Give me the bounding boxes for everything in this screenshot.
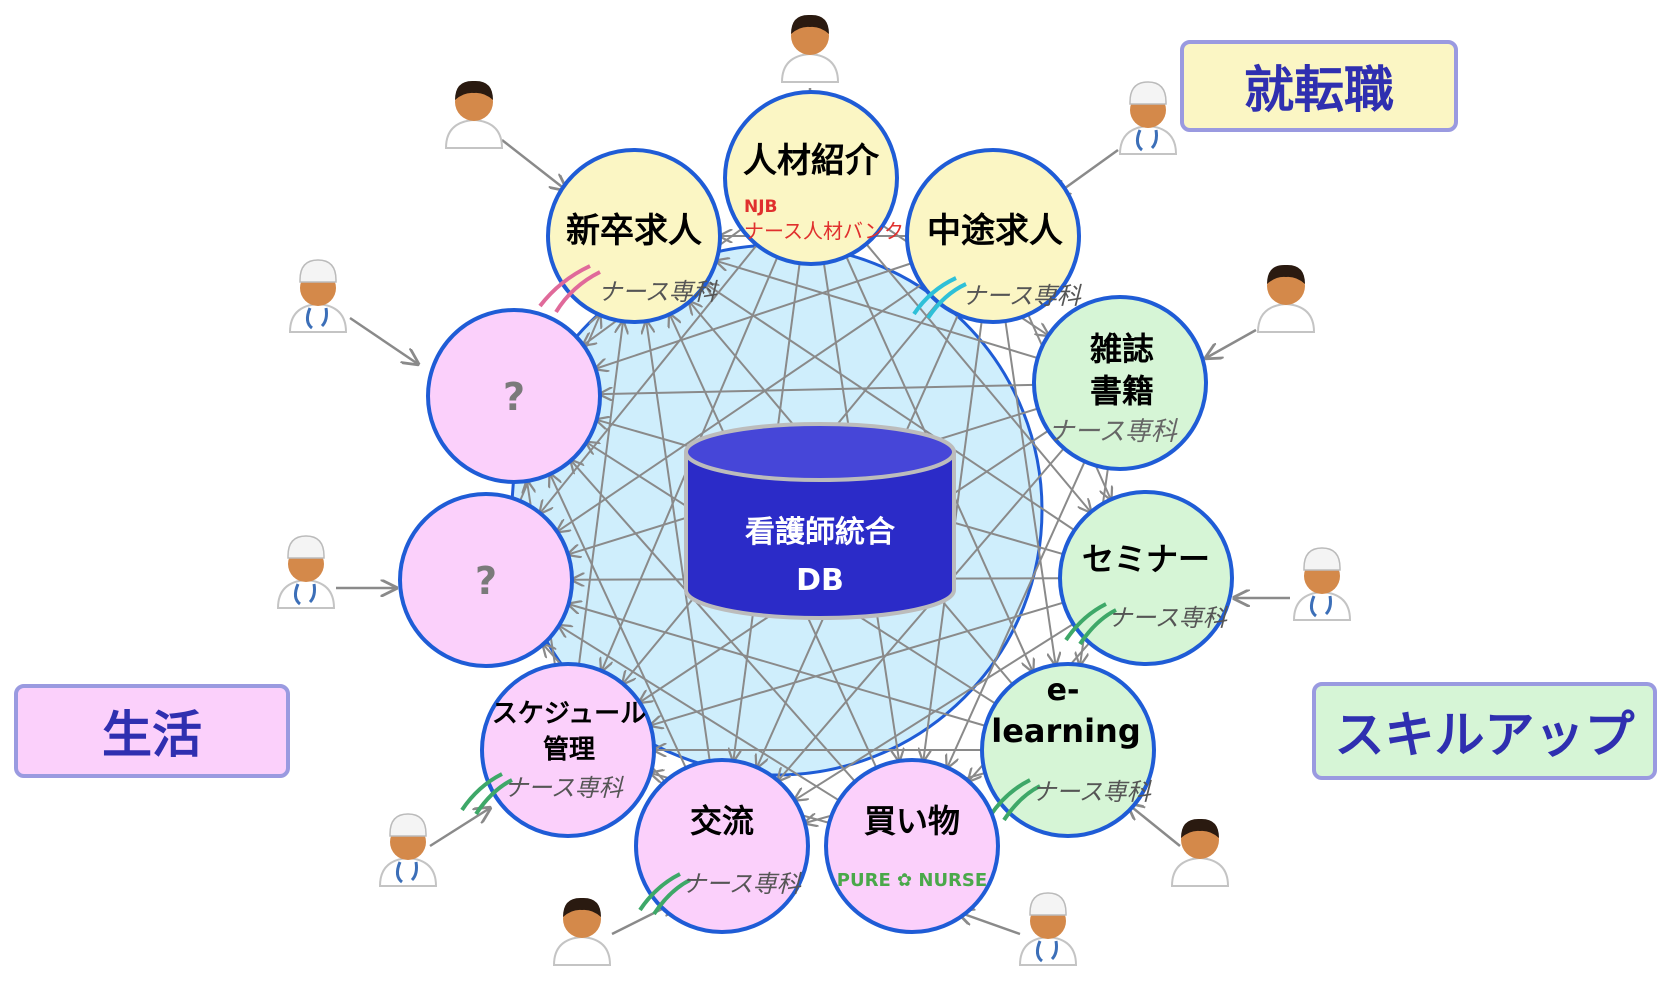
db-label-line2: DB [796,563,844,598]
user-arrow [1128,804,1181,847]
node-kaimono-logo: PURE ✿ NURSE [837,870,987,891]
nurse-senka-logo-mark [460,772,513,816]
node-elearning-label2: learning [991,712,1140,750]
mesh-arrow [577,321,623,665]
node-shinsotsu-logo: ナース専科 [598,278,719,306]
node-zasshi-label1: 雑誌 [1089,330,1154,368]
node-zasshi: 雑誌 書籍 ナース専科 [1032,295,1208,471]
nurse-senka-logo-mark [638,872,691,916]
node-unknown-2: ? [398,492,574,668]
user-person-bottom-right [1171,817,1229,887]
category-life-label: 生活 [14,684,290,778]
nurse-senka-logo-mark [1064,602,1117,646]
node-jinzai-logo-top: NJB [744,197,778,217]
node-unknown-1: ? [426,308,602,484]
user-arrow [1206,328,1257,358]
node-elearning: e- learning ナース専科 [980,662,1156,838]
mesh-arrow [557,283,923,531]
user-nurse-left-1 [288,258,348,334]
user-arrow [429,808,490,848]
user-person-top [781,13,839,84]
user-arrow [501,139,566,190]
user-arrow [958,912,1021,936]
node-jinzai-label: 人材紹介 [743,141,880,181]
mesh-arrow [795,623,1074,800]
node-schedule-label1: スケジュール [492,699,646,729]
mesh-arrow [778,447,1065,781]
node-zasshi-logo: ナース専科 [1048,417,1179,447]
node-kaimono: 買い物 PURE ✿ NURSE [824,758,1000,934]
user-nurse-bottom-left [378,812,438,888]
user-arrow [349,316,418,364]
mesh-arrow [571,460,856,783]
node-zasshi-label2: 書籍 [1090,372,1154,410]
mesh-arrow [550,474,687,769]
node-koryu: 交流 ナース専科 [634,758,810,934]
database-cylinder: 看護師統合 DB [684,422,956,620]
category-skill-label: スキルアップ [1312,682,1657,780]
node-schedule-label2: 管理 [543,735,595,765]
db-label-line1: 看護師統合 [745,515,895,550]
user-nurse-left-2 [276,534,336,610]
node-schedule-logo: ナース専科 [504,774,625,802]
mesh-arrow [646,321,711,762]
mesh-arrow [600,383,1035,394]
mesh-arrow [706,284,1076,532]
user-nurse-upper-right [1118,80,1178,156]
user-nurse-right-2 [1292,546,1352,622]
user-arrows [336,88,1290,936]
mesh-arrow [559,626,840,802]
node-koryu-logo: ナース専科 [682,870,803,898]
node-chuto-label: 中途求人 [927,211,1063,251]
node-schedule: スケジュール 管理 ナース専科 [460,662,656,838]
mesh-arrow [947,461,1086,767]
node-jinzai-logo-bottom: ナース人材バンク [744,219,904,243]
mesh-arrow [569,604,986,727]
node-koryu-label: 交流 [690,802,754,840]
user-person-bottom-center-left [553,896,611,966]
mesh-arrow [650,601,1064,726]
node-jinzai: 人材紹介 NJB ナース人材バンク [723,90,904,266]
node-unknown-2-label: ? [475,559,497,603]
node-seminar-label: セミナー [1082,540,1210,578]
node-shinsotsu-label: 新卒求人 [566,211,702,251]
node-shinsotsu: 新卒求人 ナース専科 [538,148,722,324]
mesh-arrow [716,261,1038,360]
user-person-upper-left [445,79,503,149]
nurse-senka-logo-mark [912,276,967,320]
node-elearning-label1: e- [1047,673,1080,708]
node-unknown-1-label: ? [503,375,525,419]
node-seminar: セミナー ナース専科 [1058,490,1234,666]
node-elearning-logo: ナース専科 [1032,778,1153,806]
mesh-arrow [865,243,1091,512]
node-kaimono-label: 買い物 [864,802,960,840]
user-nurse-bottom-center-right [1018,891,1078,967]
user-person-right-1 [1257,263,1315,333]
node-chuto: 中途求人 ナース専科 [905,148,1083,324]
category-career-label: 就転職 [1180,40,1458,132]
nurse-senka-logo-mark [538,264,601,314]
node-seminar-logo: ナース専科 [1108,604,1229,632]
node-chuto-logo: ナース専科 [962,282,1083,310]
